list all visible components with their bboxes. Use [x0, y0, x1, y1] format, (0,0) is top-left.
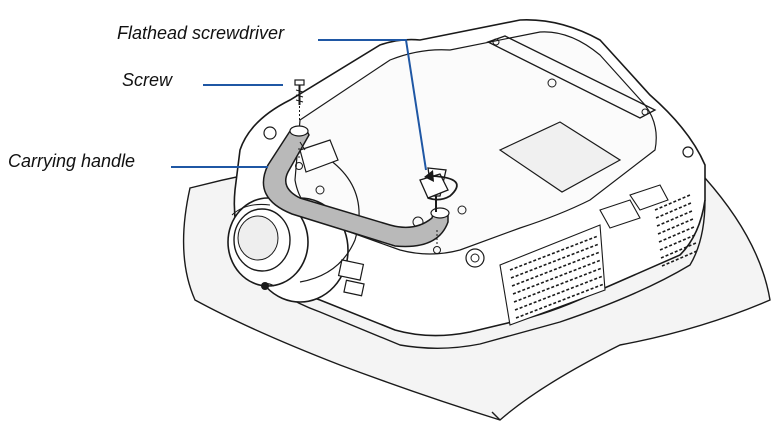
bottom-panel — [294, 31, 657, 255]
label-screw: Screw — [122, 70, 173, 90]
label-flathead-screwdriver: Flathead screwdriver — [117, 23, 285, 43]
screw — [294, 79, 305, 122]
leader-flathead — [318, 39, 427, 171]
carrying-handle — [262, 126, 449, 248]
rotate-arrow-icon — [424, 170, 458, 201]
vent-area-left — [499, 224, 606, 326]
lamp-cover — [498, 121, 622, 193]
slot — [486, 35, 657, 119]
label-carrying-handle: Carrying handle — [8, 151, 136, 171]
vent-area-right — [654, 194, 698, 267]
leader-lines — [171, 39, 427, 171]
